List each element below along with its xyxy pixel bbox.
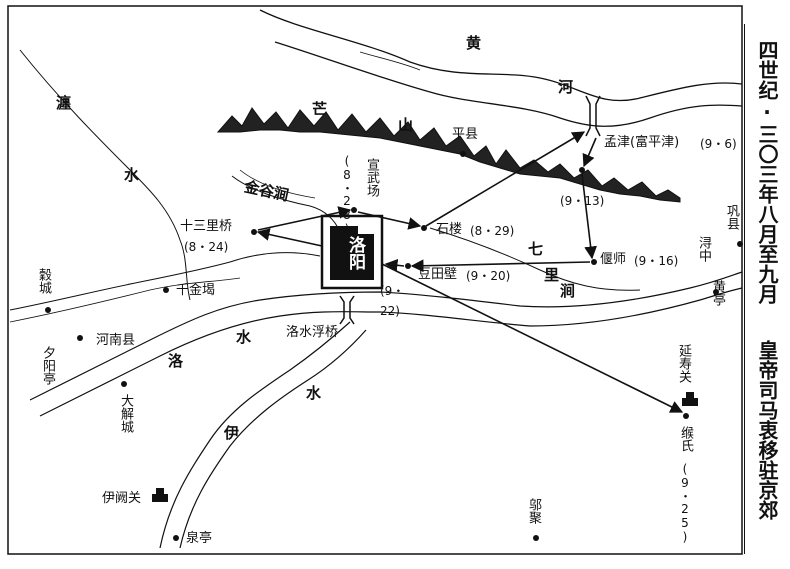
xiyangting-label: 夕阳亭 [40, 346, 55, 385]
luoshuifuqiao-label: 洛水浮桥 [286, 325, 339, 340]
luoshuifuqiao-date-2: 22) [380, 304, 400, 318]
route-shilou-to-mengjin [425, 131, 586, 227]
luo-river-south-bank [39, 287, 743, 417]
title-divider [744, 24, 745, 554]
dot-quanting [173, 535, 179, 541]
dot-wuju [533, 535, 539, 541]
route-xuanwuchang-to-shilou [357, 211, 422, 230]
route-luoyang-to-goushi [381, 263, 684, 413]
dot-gucheng [45, 307, 51, 313]
route-luoyang-to-shisanliqiao [256, 228, 323, 247]
luo-river-label-2: 水 [236, 328, 252, 346]
qili-stream-label-1: 七 [528, 240, 544, 258]
dot-shisanliqiao [251, 229, 257, 235]
dajiecheng-label: 大解城 [118, 394, 133, 433]
map-frame [7, 5, 743, 555]
huangting-label: 黄亭 [710, 280, 725, 306]
yi-river-east-bank [179, 329, 367, 549]
route-yanshi-to-doutianbi [410, 259, 591, 273]
chan-river-label-2: 水 [124, 166, 140, 184]
yellow-river-island [359, 51, 421, 71]
dot-dajiecheng [121, 381, 127, 387]
xunzhong-label: 浔中 [696, 236, 711, 262]
luo-river-north-bank [29, 271, 743, 401]
gongxian-label: 巩县 [724, 204, 739, 230]
doutianbi-date: (9・20) [466, 269, 511, 283]
route-shisanliqiao-to-xuanwuchang [257, 206, 352, 231]
yi-river-label-2: 水 [306, 384, 322, 402]
dot-qianjinyan [163, 287, 169, 293]
yellow-river-north-bank [259, 9, 743, 102]
dot-henanxian [77, 335, 83, 341]
luo-bridge-marker [339, 295, 355, 325]
mengjin-south-date: (9・13) [560, 194, 605, 208]
yiqueguan-pass-icon [152, 488, 168, 502]
jingu-stream [231, 175, 341, 233]
yi-river-label-1: 伊 [224, 424, 240, 442]
mengjin-date: (9・6) [700, 137, 737, 151]
wuju-label: 邬聚 [526, 498, 541, 524]
luoshuifuqiao-date-1: (9・ [380, 284, 405, 298]
shisanliqiao-date: (8・24) [184, 240, 229, 254]
qili-stream [429, 227, 641, 291]
mengjin-label: 孟津(富平津) [604, 135, 680, 150]
chan-river-label: 瀍 [56, 94, 72, 112]
jingu-stream-bank [239, 169, 316, 199]
luoyang-label: 洛阳 [345, 236, 365, 270]
mengjin-crossing [585, 95, 601, 137]
map-subtitle: 皇帝司马衷移驻京郊 [755, 340, 779, 520]
dot-huangting [713, 289, 719, 295]
pingxian-label: 平县 [452, 127, 479, 142]
dot-xuanwuchang [351, 207, 357, 213]
shilou-date: (8・29) [470, 224, 515, 238]
yiqueguan-label: 伊阙关 [102, 491, 142, 506]
yanshouguan-label: 延寿关 [676, 344, 691, 383]
yanshouguan-pass-icon [682, 392, 698, 406]
mang-mountain-label-2: 山 [398, 116, 414, 134]
gucheng-label: 穀城 [36, 268, 51, 294]
henanxian-label: 河南县 [96, 333, 136, 348]
route-mengjin-to-south [582, 137, 597, 168]
mang-mountains [216, 107, 681, 203]
dot-gongxian [737, 241, 743, 247]
route-doutianbi-to-luoyang [384, 258, 405, 272]
dot-yanshi [591, 259, 597, 265]
xuanwuchang-label: 宣武场 [364, 158, 379, 197]
luoyang-city-outer [320, 214, 384, 290]
gu-river [9, 252, 321, 311]
dot-goushi [683, 413, 689, 419]
qili-stream-label-3: 涧 [560, 282, 576, 300]
luoyang-city-inner [330, 226, 374, 280]
quanting-label: 泉亭 [186, 531, 213, 546]
goushi-label: 缑氏 [678, 426, 693, 452]
shisanliqiao-label: 十三里桥 [180, 219, 233, 234]
dot-mengjin-south [579, 167, 585, 173]
dot-pingxian [460, 151, 466, 157]
shilou-label: 石楼 [436, 222, 463, 237]
qili-stream-label-2: 里 [544, 266, 560, 284]
route-south-to-yanshi [581, 173, 597, 260]
map-title: 四世纪·三〇三年八月至九月 [755, 40, 779, 304]
yellow-river-label: 黄 [466, 34, 482, 52]
chan-river [19, 49, 191, 301]
yanshi-date: (9・16) [634, 254, 679, 268]
luo-river-label-1: 洛 [168, 352, 184, 370]
gu-river-bank [9, 277, 241, 323]
dot-doutianbi [405, 263, 411, 269]
goushi-date: (9・25) [678, 462, 692, 544]
yanshi-label: 偃师 [600, 252, 627, 267]
dot-shilou [421, 225, 427, 231]
yi-river-west-bank [159, 321, 351, 549]
xuanwuchang-date: (8・28) [340, 154, 354, 236]
yellow-river-label-2: 河 [558, 78, 574, 96]
qianjinyan-label: 千金堨 [176, 283, 216, 298]
mang-mountain-label: 芒 [312, 100, 328, 118]
doutianbi-label: 豆田壁 [418, 267, 458, 282]
yellow-river-south-bank [274, 41, 743, 127]
